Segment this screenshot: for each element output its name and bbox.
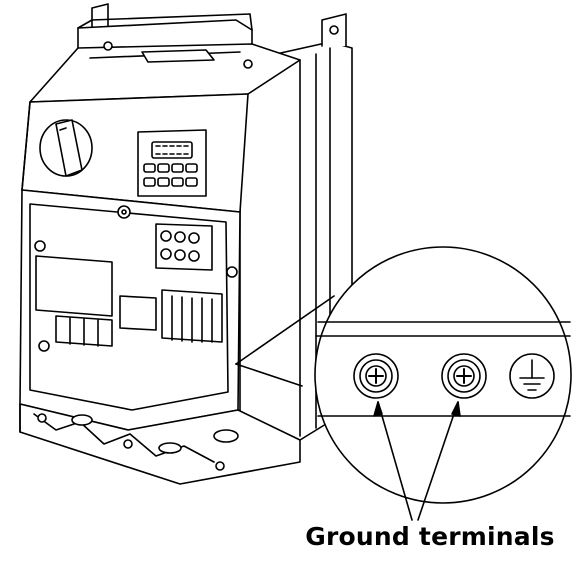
ground-symbol-icon [509, 353, 555, 399]
magnified-view [314, 246, 572, 504]
callout-leaders [235, 295, 335, 387]
disconnect-switch [39, 119, 93, 177]
power-terminals [55, 289, 223, 347]
inverter-body [19, 3, 353, 485]
keypad-panel [137, 129, 207, 197]
ground-terminal-1 [353, 353, 399, 399]
ground-terminal-2 [441, 353, 487, 399]
control-terminals [155, 223, 213, 271]
ground-terminals-label: Ground terminals [305, 522, 555, 551]
label-arrows [373, 401, 461, 521]
